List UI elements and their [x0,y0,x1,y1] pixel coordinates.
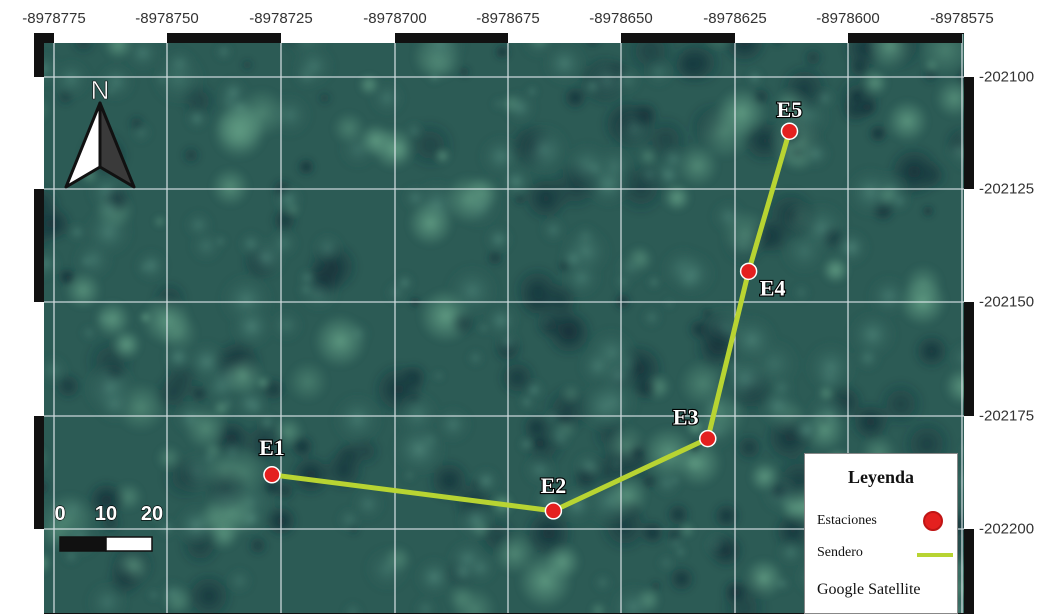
legend-station-dot-icon [923,511,943,531]
x-tick-label: -8978625 [703,10,767,27]
legend-trail-label: Sendero [817,545,863,560]
station-marker[interactable] [263,466,281,484]
legend-title: Leyenda [847,467,914,487]
x-tick-label: -8978575 [930,10,994,27]
x-tick-label: -8978700 [363,10,427,27]
legend-trail-line-icon [917,553,953,557]
station-label: E4 [760,275,786,300]
station-marker[interactable] [544,502,563,520]
north-arrow-icon: N [64,75,136,189]
legend-panel: Leyenda Estaciones Sendero Google Satell… [804,453,958,614]
map-frame-border [34,33,974,614]
station-label: E1 [259,435,285,460]
x-tick-label: -8978650 [589,10,653,27]
y-tick-label: -202100 [979,68,1035,86]
x-tick-label: -8978675 [476,10,540,27]
scale-label: 10 [95,503,117,525]
station-marker[interactable] [739,262,758,281]
x-tick-label: -8978775 [22,10,86,27]
y-tick-label: -202150 [979,293,1035,311]
north-label: N [91,75,110,105]
legend-stations-label: Estaciones [817,513,877,528]
y-tick-label: -202200 [979,520,1035,538]
y-tick-label: -202175 [979,407,1035,425]
coordinate-grid [34,33,974,614]
scale-label: 20 [141,503,163,525]
station-label: E2 [541,473,567,498]
station-label: E3 [673,405,699,430]
station-marker[interactable] [780,122,799,140]
station-label: E5 [777,97,803,122]
scale-bar: 0 10 20 [54,502,164,552]
station-marker[interactable] [699,429,717,448]
y-tick-label: -202125 [979,180,1035,198]
legend-basemap-label: Google Satellite [817,581,921,598]
x-tick-label: -8978600 [816,10,880,27]
x-tick-label: -8978725 [249,10,313,27]
scale-label: 0 [54,503,65,525]
x-tick-label: -8978750 [135,10,199,27]
